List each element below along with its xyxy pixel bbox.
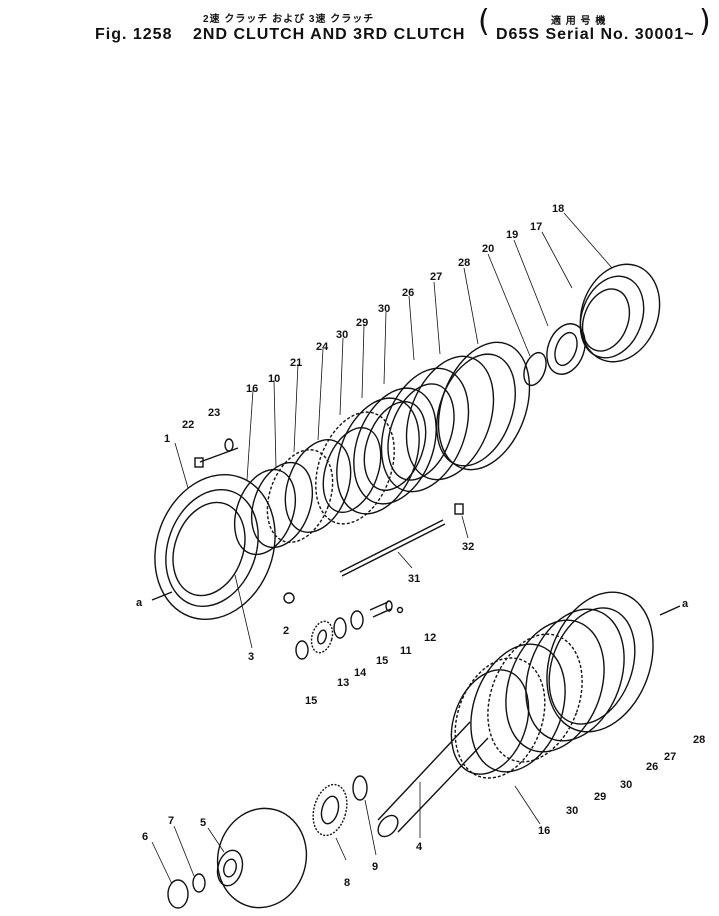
part-30-disc (353, 387, 437, 505)
callout-a-left: a (136, 597, 143, 609)
part-30-disc-lower-2 (454, 657, 546, 779)
callout-7: 7 (168, 815, 174, 827)
callout-14: 14 (354, 667, 367, 679)
callout-16: 16 (538, 825, 550, 837)
part-7-washer (192, 873, 206, 893)
paren-open: ( (478, 4, 490, 39)
part-1-housing (154, 473, 276, 621)
arrow-a-right (659, 605, 681, 616)
figure-number: Fig. 1258 (95, 26, 173, 43)
callout-1: 1 (164, 433, 170, 445)
callout-22: 21 (290, 357, 302, 369)
callout-27: 27 (430, 271, 442, 283)
callout-13: 13 (337, 677, 349, 689)
part-27-plate (405, 355, 495, 481)
callout-17: 16 (246, 383, 258, 395)
callout-30b: 30 (336, 329, 348, 341)
callout-15: 15 (376, 655, 388, 667)
part-18-bearing (546, 323, 586, 375)
callout-20: 19 (506, 229, 518, 241)
callout-27b: 27 (664, 751, 676, 763)
arrow-a-left (151, 591, 173, 601)
part-12-ball (396, 606, 404, 614)
callout-31: 31 (408, 573, 420, 585)
part-9-snap-ring (352, 775, 368, 801)
callout-8: 8 (344, 877, 350, 889)
part-28-housing-lower (546, 591, 654, 733)
part-17-seal (233, 468, 297, 556)
part-27-plate-lower (525, 608, 625, 742)
part-23-bolt (194, 447, 239, 468)
callout-32: 32 (462, 541, 474, 553)
callout-labels: 18 17 19 20 28 27 26 30 29 30 24 21 10 1… (136, 203, 705, 889)
callout-28: 28 (458, 257, 470, 269)
callout-6: 6 (142, 831, 148, 843)
callout-26b: 26 (646, 761, 658, 773)
part-5-carrier (216, 807, 308, 909)
applicability-japanese: 適 用 号 機 (551, 16, 607, 27)
callout-25: 24 (316, 341, 329, 353)
callout-2: 2 (283, 625, 289, 637)
part-25-ring (284, 439, 352, 533)
callout-11: 11 (400, 645, 412, 657)
paren-close: ) (699, 4, 711, 39)
callout-21: 20 (482, 243, 494, 255)
header-japanese-title: 2速 クラッチ および 3速 クラッチ (203, 14, 375, 25)
part-10-seal (250, 461, 314, 549)
part-22-piston (266, 449, 334, 543)
part-32-bolt (454, 503, 464, 515)
callout-29: 29 (356, 317, 368, 329)
callout-18: 17 (530, 221, 542, 233)
callout-4: 4 (416, 841, 423, 853)
applicability-serial: D65S Serial No. 30001~ (496, 26, 695, 43)
part-30-disc-lower (487, 633, 583, 763)
part-28-housing (436, 341, 531, 471)
callout-19: 18 (552, 203, 564, 215)
part-24-washer (224, 438, 234, 452)
callout-23: 22 (182, 419, 194, 431)
callout-28b: 28 (693, 734, 705, 746)
part-31-rod (339, 519, 446, 577)
callout-24: 23 (208, 407, 220, 419)
callout-3: 3 (248, 651, 254, 663)
part-6-snap-ring (167, 879, 189, 909)
part-11-pin (369, 600, 393, 618)
part-4-shaft (377, 721, 489, 838)
callout-15b: 15 (305, 695, 317, 707)
callout-30: 30 (378, 303, 390, 315)
callout-29b: 29 (594, 791, 606, 803)
part-14-bearing (333, 617, 347, 639)
callout-30c: 30 (620, 779, 632, 791)
part-15-ring-2 (295, 640, 309, 660)
part-8-gear (312, 783, 348, 837)
figure-title: 2ND CLUTCH AND 3RD CLUTCH (193, 26, 466, 43)
callout-9: 9 (372, 861, 378, 873)
callout-10: 10 (268, 373, 280, 385)
part-13-gear (310, 620, 334, 654)
part-19-cover (579, 263, 661, 363)
callout-a-right: a (682, 598, 689, 610)
callout-26: 26 (402, 287, 414, 299)
part-29-plate (336, 397, 420, 515)
part-26-plate-lower (505, 619, 605, 753)
part-21-snap-ring (523, 351, 547, 387)
callout-30d: 30 (566, 805, 578, 817)
part-15-ring (350, 610, 364, 630)
callout-12: 12 (424, 632, 436, 644)
callout-5: 5 (200, 817, 206, 829)
part-16-hub (450, 669, 530, 775)
part-2-plug (283, 592, 295, 604)
